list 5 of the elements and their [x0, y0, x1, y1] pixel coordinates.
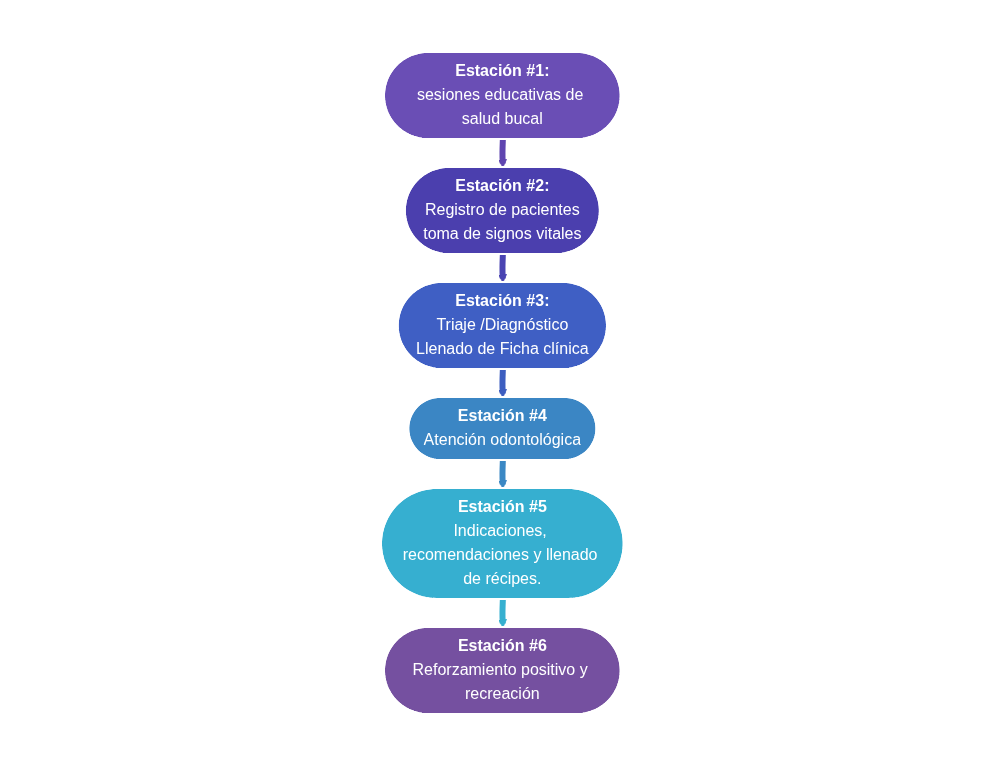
arrow [498, 253, 508, 283]
arrow [498, 598, 508, 628]
arrow [498, 138, 508, 168]
arrow [498, 368, 508, 398]
arrow [498, 459, 508, 489]
